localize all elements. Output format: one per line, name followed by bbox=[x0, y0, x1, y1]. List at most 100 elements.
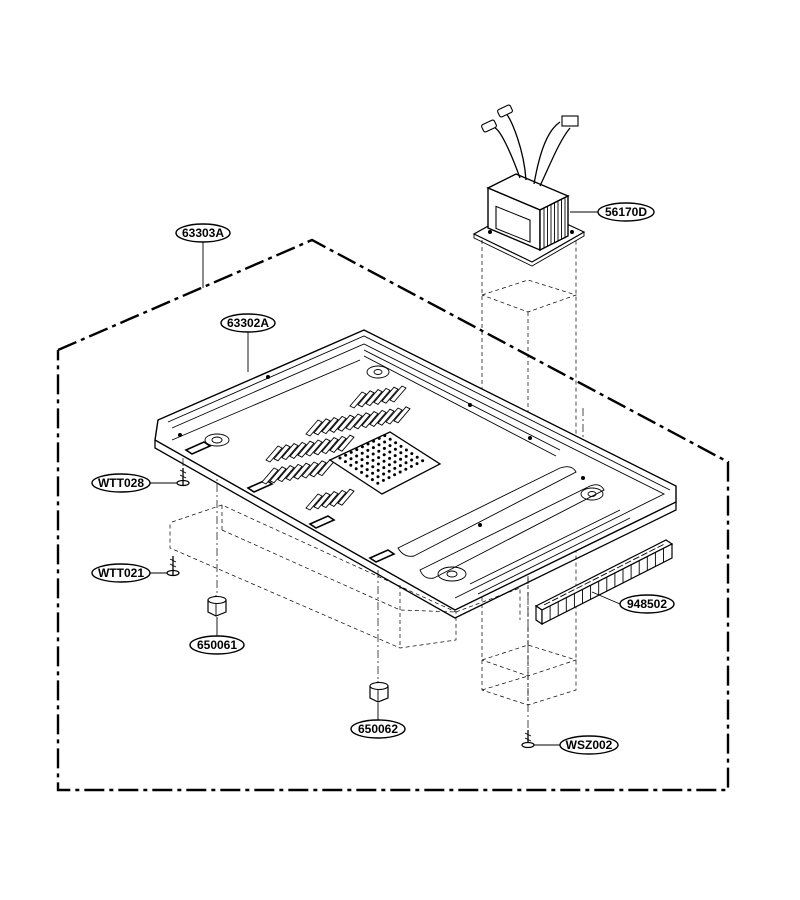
grid-hole bbox=[376, 481, 380, 485]
louver-row-4 bbox=[261, 459, 335, 485]
grid-hole bbox=[343, 460, 347, 464]
louver-row-3 bbox=[265, 434, 355, 463]
foam-rib-top bbox=[632, 556, 640, 561]
transformer bbox=[472, 104, 586, 267]
foam-rib-top bbox=[616, 564, 624, 569]
foam-strip bbox=[534, 539, 674, 626]
grid-hole bbox=[370, 478, 374, 482]
grid-hole bbox=[376, 462, 380, 466]
grid-hole bbox=[399, 444, 403, 448]
grid-hole bbox=[354, 460, 358, 464]
screw-wsz002 bbox=[521, 730, 535, 749]
foam-rib-top bbox=[592, 576, 599, 581]
perforated-grid bbox=[328, 431, 442, 495]
callout-650061[interactable]: 650061 bbox=[189, 635, 245, 655]
grid-hole bbox=[366, 455, 370, 459]
grid-hole bbox=[415, 455, 419, 459]
louver-slot bbox=[337, 434, 355, 452]
louver-slot bbox=[329, 489, 347, 507]
grid-hole bbox=[398, 464, 402, 468]
foam-rib-top bbox=[641, 552, 648, 557]
grid-hole bbox=[360, 451, 364, 455]
louver-slot bbox=[357, 390, 375, 408]
louver-slot bbox=[261, 467, 279, 485]
grid-hole bbox=[349, 463, 353, 467]
callout-WTT028[interactable]: WTT028 bbox=[91, 473, 151, 493]
louver-slot bbox=[389, 385, 407, 403]
grid-hole bbox=[388, 444, 392, 448]
callout-label: 63303A bbox=[182, 226, 224, 240]
grid-hole bbox=[393, 454, 397, 458]
grid-hole bbox=[376, 468, 380, 472]
callout-WSZ002[interactable]: WSZ002 bbox=[559, 735, 619, 755]
callout-63303A[interactable]: 63303A bbox=[175, 223, 231, 243]
louver-slot bbox=[305, 419, 323, 437]
foam-rib-top bbox=[624, 560, 632, 565]
callout-650062[interactable]: 650062 bbox=[350, 719, 406, 739]
grid-hole bbox=[410, 458, 414, 462]
grid-hole bbox=[344, 453, 348, 457]
callout-label: WTT021 bbox=[98, 566, 144, 580]
grid-hole bbox=[404, 448, 408, 452]
grid-hole bbox=[393, 447, 397, 451]
grid-hole bbox=[383, 440, 387, 444]
callout-label: 948502 bbox=[627, 597, 667, 611]
grid-hole bbox=[393, 473, 397, 477]
grid-hole bbox=[388, 456, 392, 460]
grid-hole bbox=[355, 454, 359, 458]
louver-slot bbox=[329, 435, 347, 453]
grid-hole bbox=[360, 470, 364, 474]
louver-slot bbox=[373, 387, 391, 405]
core-laminations bbox=[543, 198, 566, 248]
louver-slot bbox=[313, 438, 331, 456]
louver-slot bbox=[313, 418, 331, 436]
louver-slot bbox=[289, 441, 307, 459]
grid-hole bbox=[371, 465, 375, 469]
foam-rib-top bbox=[649, 548, 656, 553]
grid-hole bbox=[382, 466, 386, 470]
callout-948502[interactable]: 948502 bbox=[619, 594, 675, 614]
louver-slot bbox=[309, 460, 327, 478]
grid-hole bbox=[377, 456, 381, 460]
grid-hole bbox=[377, 449, 381, 453]
grid-hole bbox=[415, 462, 419, 466]
louver-slot bbox=[381, 386, 399, 404]
grid-hole bbox=[382, 453, 386, 457]
grid-hole bbox=[399, 457, 403, 461]
callout-63302A[interactable]: 63302A bbox=[220, 313, 276, 333]
grid-hole bbox=[377, 436, 381, 440]
louver-row-5 bbox=[305, 488, 355, 511]
grid-hole bbox=[355, 448, 359, 452]
grid-hole bbox=[421, 459, 425, 463]
grid-hole bbox=[388, 450, 392, 454]
louver-slot bbox=[329, 415, 347, 433]
louver-slot bbox=[377, 408, 395, 426]
grid-hole bbox=[365, 461, 369, 465]
grid-hole bbox=[377, 443, 381, 447]
louver-slot bbox=[293, 462, 311, 480]
foam-rib-top bbox=[600, 572, 608, 577]
louver-slot bbox=[297, 440, 315, 458]
foam-rib-top bbox=[560, 593, 567, 598]
grid-hole bbox=[394, 441, 398, 445]
grid-hole bbox=[365, 468, 369, 472]
grid-hole bbox=[409, 464, 413, 468]
louver-slot bbox=[349, 391, 367, 409]
callout-WTT021[interactable]: WTT021 bbox=[91, 563, 151, 583]
louver-slot bbox=[361, 411, 379, 429]
grid-hole bbox=[371, 471, 375, 475]
ventilation-louvers bbox=[261, 385, 411, 511]
callout-label: 650062 bbox=[358, 722, 398, 736]
louver-slot bbox=[265, 445, 283, 463]
louver-slot bbox=[269, 466, 287, 484]
assembly-boundary bbox=[56, 238, 730, 792]
louver-slot bbox=[321, 491, 339, 509]
louver-slot bbox=[353, 412, 371, 430]
leader-lines bbox=[150, 211, 621, 746]
grid-hole bbox=[404, 467, 408, 471]
grid-hole bbox=[366, 442, 370, 446]
callout-56170D[interactable]: 56170D bbox=[597, 202, 655, 222]
grid-hole bbox=[349, 450, 353, 454]
grid-hole bbox=[371, 446, 375, 450]
